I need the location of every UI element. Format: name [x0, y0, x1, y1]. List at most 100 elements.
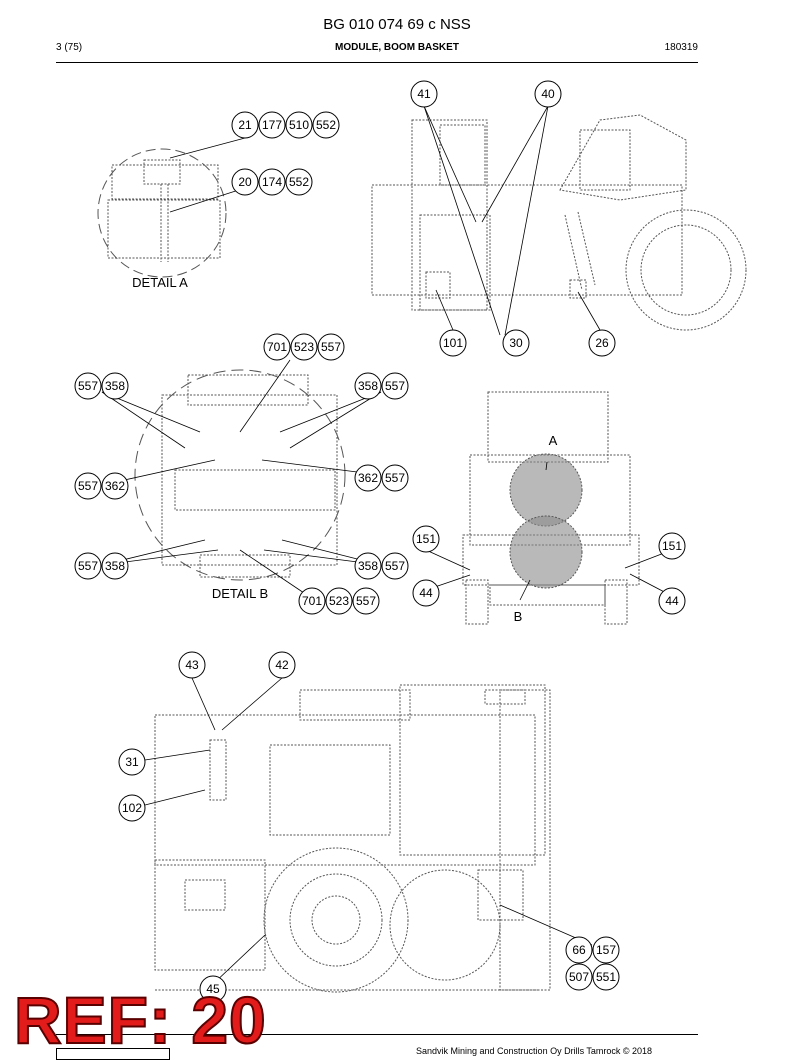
sketch-outline	[487, 391, 609, 463]
sketch-outline	[269, 744, 391, 836]
callout-number: 701	[302, 594, 322, 608]
callout-number: 157	[596, 943, 616, 957]
sketch-outline	[184, 879, 226, 911]
view-a-label: A	[549, 433, 558, 448]
callout-bubble	[74, 372, 102, 400]
leader-line	[425, 549, 471, 571]
callout-number: 551	[596, 970, 616, 984]
callout-bubble	[565, 936, 593, 964]
callout-number: 101	[443, 336, 463, 350]
callout-number: 45	[206, 982, 220, 996]
callout-bubble	[285, 111, 313, 139]
sketch-outline	[640, 224, 732, 316]
callout-bubble	[268, 651, 296, 679]
sketch-outline	[489, 584, 606, 606]
sketch-outline	[499, 689, 551, 991]
callout-number: 552	[316, 118, 336, 132]
company-logo	[56, 1048, 170, 1060]
sketch-outline	[154, 859, 266, 971]
sketch-outline	[174, 469, 336, 511]
leader-line	[577, 291, 601, 331]
callout-number: 362	[358, 471, 378, 485]
leader-line	[169, 137, 246, 159]
callout-bubble	[502, 329, 530, 357]
sketch-outline	[187, 374, 309, 406]
callout-number: 557	[78, 479, 98, 493]
callout-number: 523	[294, 340, 314, 354]
sketch-outline	[604, 579, 628, 625]
sketch-outline	[579, 129, 631, 191]
callout-bubble	[439, 329, 467, 357]
callout-number: 66	[572, 943, 586, 957]
leader-line	[239, 359, 291, 433]
callout-bubble	[354, 464, 382, 492]
callout-number: 507	[569, 970, 589, 984]
callout-number: 21	[238, 118, 252, 132]
callout-bubble	[381, 372, 409, 400]
callout-number: 557	[321, 340, 341, 354]
callout-number: 358	[358, 379, 378, 393]
callout-number: 102	[122, 801, 142, 815]
sketch-outline	[371, 184, 683, 296]
copyright-footer: Sandvik Mining and Construction Oy Drill…	[416, 1046, 653, 1056]
callout-number: 42	[275, 658, 289, 672]
callout-bubble	[412, 525, 440, 553]
callout-bubble	[592, 963, 620, 991]
sketch-outline	[419, 214, 491, 311]
callout-number: 41	[417, 87, 431, 101]
leader-line	[101, 391, 186, 449]
callout-bubble	[231, 168, 259, 196]
callout-bubble	[298, 587, 326, 615]
callout-number: 557	[385, 559, 405, 573]
view-b-label: B	[514, 609, 523, 624]
leader-line	[211, 934, 266, 986]
callout-number: 557	[78, 559, 98, 573]
sketch-outline	[399, 684, 546, 856]
sketch-outline	[143, 159, 181, 185]
callout-number: 20	[238, 175, 252, 189]
callout-bubble	[658, 532, 686, 560]
sketch-outline	[484, 689, 526, 705]
sketch-outline	[97, 148, 227, 278]
callout-number: 557	[385, 379, 405, 393]
callout-bubble	[534, 80, 562, 108]
sketch-outline	[209, 739, 227, 801]
callout-bubble	[118, 794, 146, 822]
sketch-outline	[439, 124, 486, 186]
callout-bubble	[354, 372, 382, 400]
callout-bubble	[658, 587, 686, 615]
sketch-outline	[311, 895, 361, 945]
callout-bubble	[588, 329, 616, 357]
callout-number: 552	[289, 175, 309, 189]
callout-bubble	[263, 333, 291, 361]
callout-bubble	[592, 936, 620, 964]
callout-bubble	[354, 552, 382, 580]
callout-bubble	[290, 333, 318, 361]
callout-bubble	[258, 111, 286, 139]
callout-number: 40	[541, 87, 555, 101]
sketch-outline	[154, 714, 536, 866]
sketch-outline	[111, 164, 219, 200]
callout-bubble	[101, 372, 129, 400]
callout-number: 31	[125, 755, 139, 769]
leader-line	[519, 579, 531, 601]
document-title: BG 010 074 69 c NSS	[323, 16, 471, 33]
callout-number: 43	[185, 658, 199, 672]
module-name: MODULE, BOOM BASKET	[335, 42, 459, 53]
leader-line	[144, 789, 206, 806]
document-date: 180319	[664, 42, 698, 53]
sketch-outline	[161, 394, 338, 566]
callout-number: 557	[356, 594, 376, 608]
callout-number: 358	[358, 559, 378, 573]
leader-line	[239, 549, 311, 598]
callout-number: 44	[419, 586, 433, 600]
callout-number: 151	[416, 532, 436, 546]
callout-bubble	[381, 464, 409, 492]
callout-bubble	[352, 587, 380, 615]
leader-line	[545, 461, 548, 471]
page-number: 3 (75)	[56, 42, 83, 53]
callout-number: 358	[105, 559, 125, 573]
leader-line	[435, 289, 454, 331]
callout-number: 701	[267, 340, 287, 354]
sketch-outline	[577, 211, 596, 286]
